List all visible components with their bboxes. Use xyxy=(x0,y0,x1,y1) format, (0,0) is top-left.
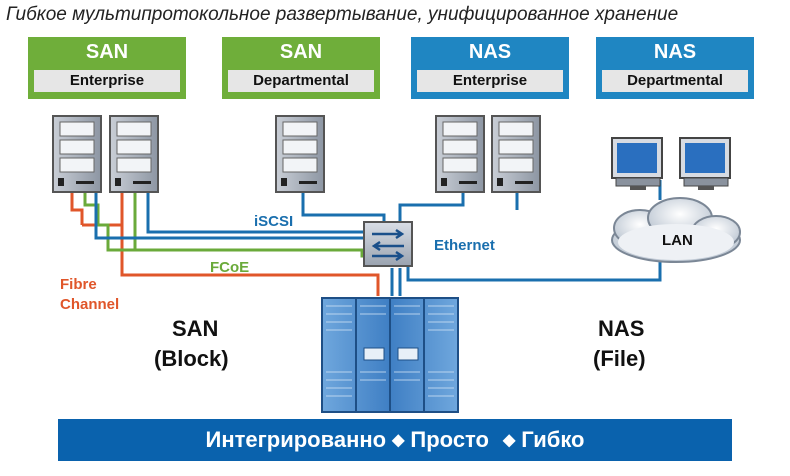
file-label: (File) xyxy=(593,346,646,371)
lan-label: LAN xyxy=(662,232,693,249)
page-title: Гибкое мультипротокольное развертывание,… xyxy=(6,4,679,25)
network-switch-icon xyxy=(363,221,413,267)
block-label: (Block) xyxy=(154,346,229,371)
header-san-enterprise: SAN Enterprise xyxy=(28,37,186,99)
header-nas-enterprise-title: NAS xyxy=(468,41,512,63)
header-san-departmental: SAN Departmental xyxy=(222,37,380,99)
monitor-2-icon xyxy=(679,137,731,190)
ethernet-label: Ethernet xyxy=(434,237,495,254)
header-nas-departmental: NAS Departmental xyxy=(596,37,754,99)
footer-flexible: Гибко xyxy=(521,427,585,452)
server-nas-enterprise-1 xyxy=(435,115,485,193)
fcoe-links xyxy=(83,190,384,258)
storage-array-icon xyxy=(321,297,459,413)
footer-integrated: Интегрированно xyxy=(205,427,387,452)
server-san-departmental xyxy=(275,115,325,193)
header-san-enterprise-title: SAN xyxy=(85,41,129,63)
header-san-enterprise-subtitle: Enterprise xyxy=(34,70,180,92)
server-san-enterprise-2 xyxy=(109,115,159,193)
nas-label: NAS xyxy=(598,316,645,341)
fcoe-label: FCoE xyxy=(210,259,250,276)
diamond-icon: ◆ xyxy=(392,432,405,449)
san-label: SAN xyxy=(172,316,219,341)
ethernet-links xyxy=(94,180,662,296)
header-san-departmental-subtitle: Departmental xyxy=(228,70,374,92)
diamond-icon: ◆ xyxy=(502,432,516,449)
fibre-channel-links xyxy=(70,190,380,296)
server-nas-enterprise-2 xyxy=(491,115,541,193)
header-nas-departmental-subtitle: Departmental xyxy=(602,70,748,92)
lan-cloud-icon xyxy=(611,197,741,263)
channel-label: Channel xyxy=(60,296,120,313)
fibre-label: Fibre xyxy=(60,276,97,293)
footer-banner: Интегрированно ◆ Просто ◆ Гибко xyxy=(58,419,732,461)
footer-simple: Просто xyxy=(410,427,489,452)
header-nas-departmental-title: NAS xyxy=(653,41,697,63)
iscsi-label: iSCSI xyxy=(254,213,294,230)
header-san-departmental-title: SAN xyxy=(279,41,323,63)
header-nas-enterprise: NAS Enterprise xyxy=(411,37,569,99)
header-nas-enterprise-subtitle: Enterprise xyxy=(417,70,563,92)
server-san-enterprise-1 xyxy=(52,115,102,193)
monitor-1-icon xyxy=(611,137,663,190)
